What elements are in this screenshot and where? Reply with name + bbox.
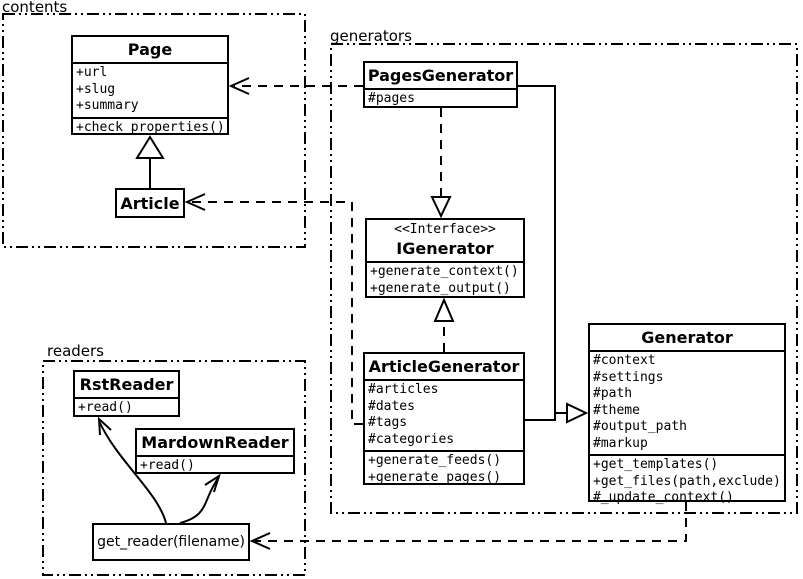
- class-articlegenerator-title: ArticleGenerator: [368, 357, 520, 376]
- association-line-getreader-mardownreader: [179, 476, 220, 524]
- class-mardownreader: MardownReader +read(): [135, 428, 295, 474]
- class-articlegenerator-attributes: #articles #dates #tags #categories: [365, 379, 523, 450]
- package-contents-border: [2, 13, 306, 248]
- class-generator-attributes: #context #settings #path #theme #output_…: [590, 350, 784, 454]
- dependency-arrowhead-getreader: [249, 532, 271, 550]
- class-mardownreader-title: MardownReader: [141, 433, 289, 452]
- class-rstreader-methods: +read(): [75, 397, 178, 419]
- realization-triangle-bottom-igenerator: [433, 297, 455, 322]
- association-arrowhead-mardownreader: [204, 473, 221, 493]
- class-igenerator: <<Interface>> IGenerator +generate_conte…: [365, 218, 525, 298]
- package-label-generators: generators: [330, 27, 412, 45]
- class-articlegenerator-methods: +generate_feeds() +generate_pages(): [365, 450, 523, 488]
- class-igenerator-title: <<Interface>> IGenerator: [367, 220, 523, 261]
- dependency-arrowhead-article: [184, 193, 206, 211]
- inheritance-line-pagesgenerator-generator: [518, 85, 567, 414]
- class-pagesgenerator-title: PagesGenerator: [367, 66, 514, 85]
- association-line-getreader-rstreader: [98, 420, 167, 524]
- function-get-reader: get_reader(filename): [92, 523, 250, 561]
- dependency-line-generator-getreader: [255, 502, 687, 542]
- class-pagesgenerator-attributes: #pages: [365, 88, 516, 110]
- dependency-line-articlegenerator-article: [191, 201, 363, 425]
- class-page-attributes: +url +slug +summary: [73, 62, 227, 117]
- class-igenerator-stereotype: <<Interface>>: [394, 222, 496, 237]
- class-articlegenerator: ArticleGenerator #articles #dates #tags …: [363, 352, 525, 485]
- class-article-title: Article: [120, 193, 180, 213]
- class-pagesgenerator: PagesGenerator #pages: [363, 61, 518, 108]
- association-arrowhead-rstreader: [97, 416, 112, 436]
- inheritance-triangle-generator: [566, 402, 589, 424]
- class-igenerator-name: IGenerator: [396, 239, 494, 258]
- package-label-readers: readers: [47, 342, 104, 360]
- class-page: Page +url +slug +summary +check_properti…: [71, 35, 229, 135]
- class-generator-title: Generator: [641, 328, 733, 347]
- package-generators-border: [330, 43, 798, 514]
- inheritance-line-articlegenerator-generator: [525, 413, 556, 421]
- function-get-reader-label: get_reader(filename): [97, 534, 245, 550]
- class-mardownreader-methods: +read(): [137, 455, 293, 477]
- class-generator: Generator #context #settings #path #them…: [588, 323, 786, 505]
- class-generator-methods: +get_templates() +get_files(path,exclude…: [590, 454, 784, 509]
- class-rstreader: RstReader +read(): [73, 370, 180, 417]
- class-page-title: Page: [127, 40, 173, 59]
- realization-triangle-top-igenerator: [430, 196, 452, 219]
- class-article: Article: [115, 188, 185, 218]
- package-label-contents: contents: [2, 0, 68, 16]
- inheritance-triangle-article-page: [135, 135, 165, 159]
- class-page-methods: +check_properties(): [73, 116, 227, 139]
- class-rstreader-title: RstReader: [79, 375, 174, 394]
- class-igenerator-methods: +generate_context() +generate_output(): [367, 261, 523, 299]
- dependency-arrowhead-page: [228, 77, 250, 95]
- package-readers-border: [42, 360, 306, 576]
